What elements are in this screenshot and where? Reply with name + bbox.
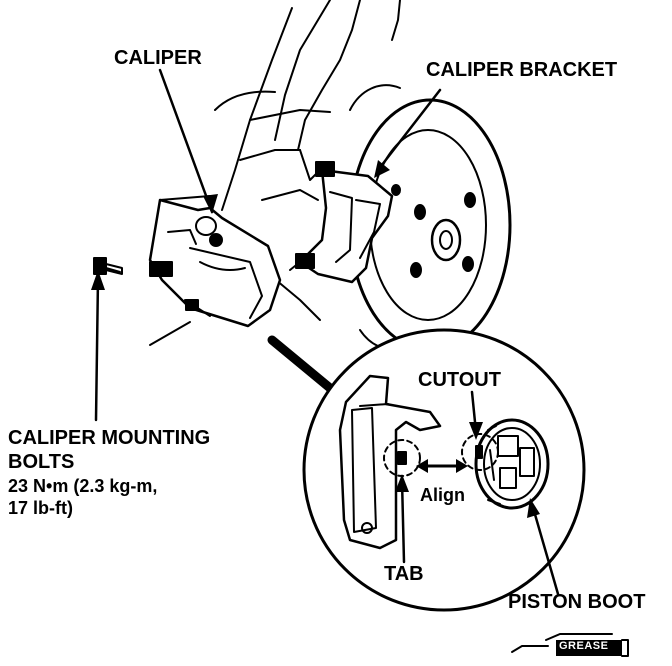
align-label: Align xyxy=(420,485,465,505)
piston-boot-label: PISTON BOOT xyxy=(508,591,646,613)
cutout-label: CUTOUT xyxy=(418,369,501,391)
bracket-leader xyxy=(376,88,442,172)
detail-connector xyxy=(267,335,335,393)
mounting-bolts-title-2: BOLTS xyxy=(8,451,75,473)
tab-label: TAB xyxy=(384,563,424,585)
grease-label: GREASE xyxy=(559,640,609,652)
detail-circle xyxy=(302,328,586,612)
mounting-bolt xyxy=(93,257,123,275)
caliper-label: CALIPER xyxy=(114,47,202,69)
leader-lines xyxy=(91,68,442,422)
piston-boot-leader xyxy=(530,502,560,596)
caliper-bracket-label: CALIPER BRACKET xyxy=(426,59,618,81)
suspension-knuckle xyxy=(149,0,401,346)
bolt-leader xyxy=(94,276,100,422)
mounting-bolts-title: CALIPER MOUNTING xyxy=(8,427,211,449)
torque-spec-2: 17 lb-ft) xyxy=(8,498,73,518)
caliper-leader xyxy=(158,68,214,214)
caliper-bracket xyxy=(289,161,394,284)
tab-leader xyxy=(400,478,406,564)
caliper-body xyxy=(148,198,282,328)
grease-icon xyxy=(511,633,629,657)
detail-leaders xyxy=(395,390,560,596)
torque-spec: 23 N•m (2.3 kg-m, xyxy=(8,476,158,496)
